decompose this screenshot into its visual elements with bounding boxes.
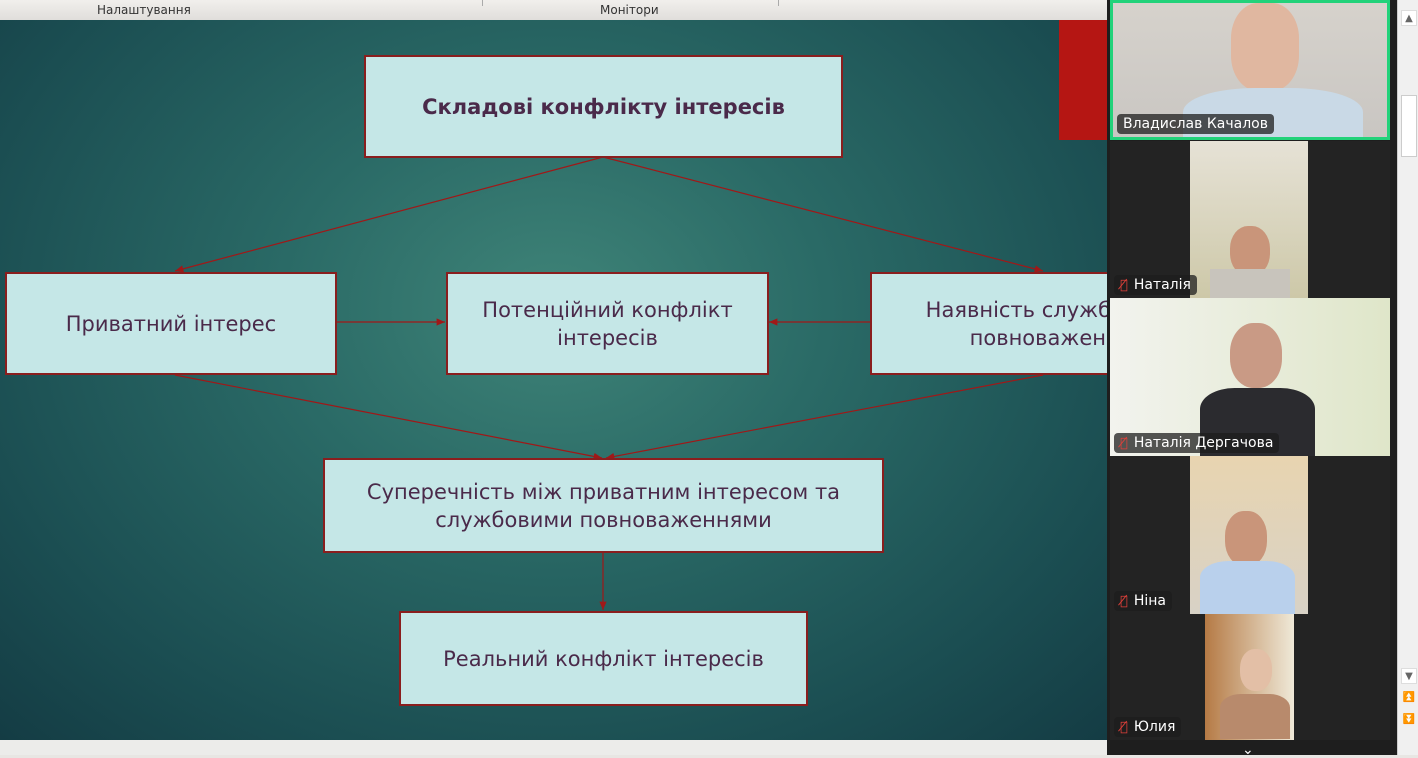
participant-name: 🎙̸ Наталія Дергачова [1114, 433, 1280, 453]
name-label: Наталія [1133, 277, 1191, 293]
potential-conflict-box: Потенційний конфлікт інтересів [446, 272, 769, 375]
name-label: Юлия [1133, 719, 1176, 735]
arrow-authority-to-contradiction [605, 374, 1044, 460]
mic-muted-icon: 🎙̸ [1120, 593, 1128, 609]
mic-muted-icon: 🎙̸ [1120, 435, 1128, 451]
page-down-icon[interactable]: ⏬ [1402, 714, 1416, 725]
separator [482, 0, 483, 6]
bottom-bar [0, 740, 1107, 755]
authority-box: Наявність службових повноважень [870, 272, 1107, 375]
slide-accent-block [1059, 20, 1107, 140]
real-conflict-box: Реальний конфлікт інтересів [399, 611, 808, 706]
arrow-title-to-authority [602, 156, 1044, 273]
settings-menu[interactable]: Налаштування [97, 3, 191, 17]
scroll-up-icon[interactable]: ▲ [1401, 10, 1417, 26]
video-tile[interactable]: Владислав Качалов [1110, 0, 1390, 140]
participant-name: 🎙̸ Наталія [1114, 275, 1197, 295]
participant-name: 🎙̸ Юлия [1114, 717, 1182, 737]
scroll-down-icon[interactable]: ▼ [1401, 668, 1417, 684]
participant-video [1205, 614, 1294, 740]
shared-slide: Складові конфлікту інтересів Приватний і… [0, 20, 1107, 740]
arrow-title-to-private [174, 156, 604, 273]
participant-video [1110, 298, 1390, 456]
video-tile[interactable]: 🎙̸ Наталія Дергачова [1110, 298, 1390, 456]
participant-video [1190, 456, 1308, 614]
video-tile[interactable]: 🎙̸ Юлия [1110, 614, 1390, 740]
private-interest-box: Приватний інтерес [5, 272, 337, 375]
title-box: Складові конфлікту інтересів [364, 55, 843, 158]
scroll-thumb[interactable] [1401, 95, 1417, 157]
mic-muted-icon: 🎙̸ [1120, 277, 1128, 293]
name-label: Владислав Качалов [1123, 116, 1268, 132]
collapse-chevron-icon[interactable]: ⌄ [1242, 742, 1254, 758]
participant-name: 🎙̸ Ніна [1114, 591, 1172, 611]
name-label: Ніна [1133, 593, 1166, 609]
video-tile[interactable]: 🎙̸ Наталія [1110, 141, 1390, 298]
separator [778, 0, 779, 6]
contradiction-box: Суперечність між приватним інтересом та … [323, 458, 884, 553]
participants-panel: Владислав Качалов 🎙̸ Наталія 🎙̸ Наталія Де… [1107, 0, 1397, 758]
participant-video [1190, 141, 1308, 298]
diagram-arrows [174, 156, 1044, 610]
arrow-private-to-contradiction [174, 374, 603, 460]
page-up-icon[interactable]: ⏫ [1402, 692, 1416, 703]
monitors-menu[interactable]: Монітори [600, 3, 659, 17]
video-tile[interactable]: 🎙̸ Ніна [1110, 456, 1390, 614]
participant-name: Владислав Качалов [1117, 114, 1274, 134]
scrollbar[interactable]: ▲ ▼ ⏫ ⏬ [1397, 0, 1418, 755]
name-label: Наталія Дергачова [1133, 435, 1274, 451]
mic-muted-icon: 🎙̸ [1120, 719, 1128, 735]
toolbar: Налаштування Монітори [0, 0, 1107, 20]
